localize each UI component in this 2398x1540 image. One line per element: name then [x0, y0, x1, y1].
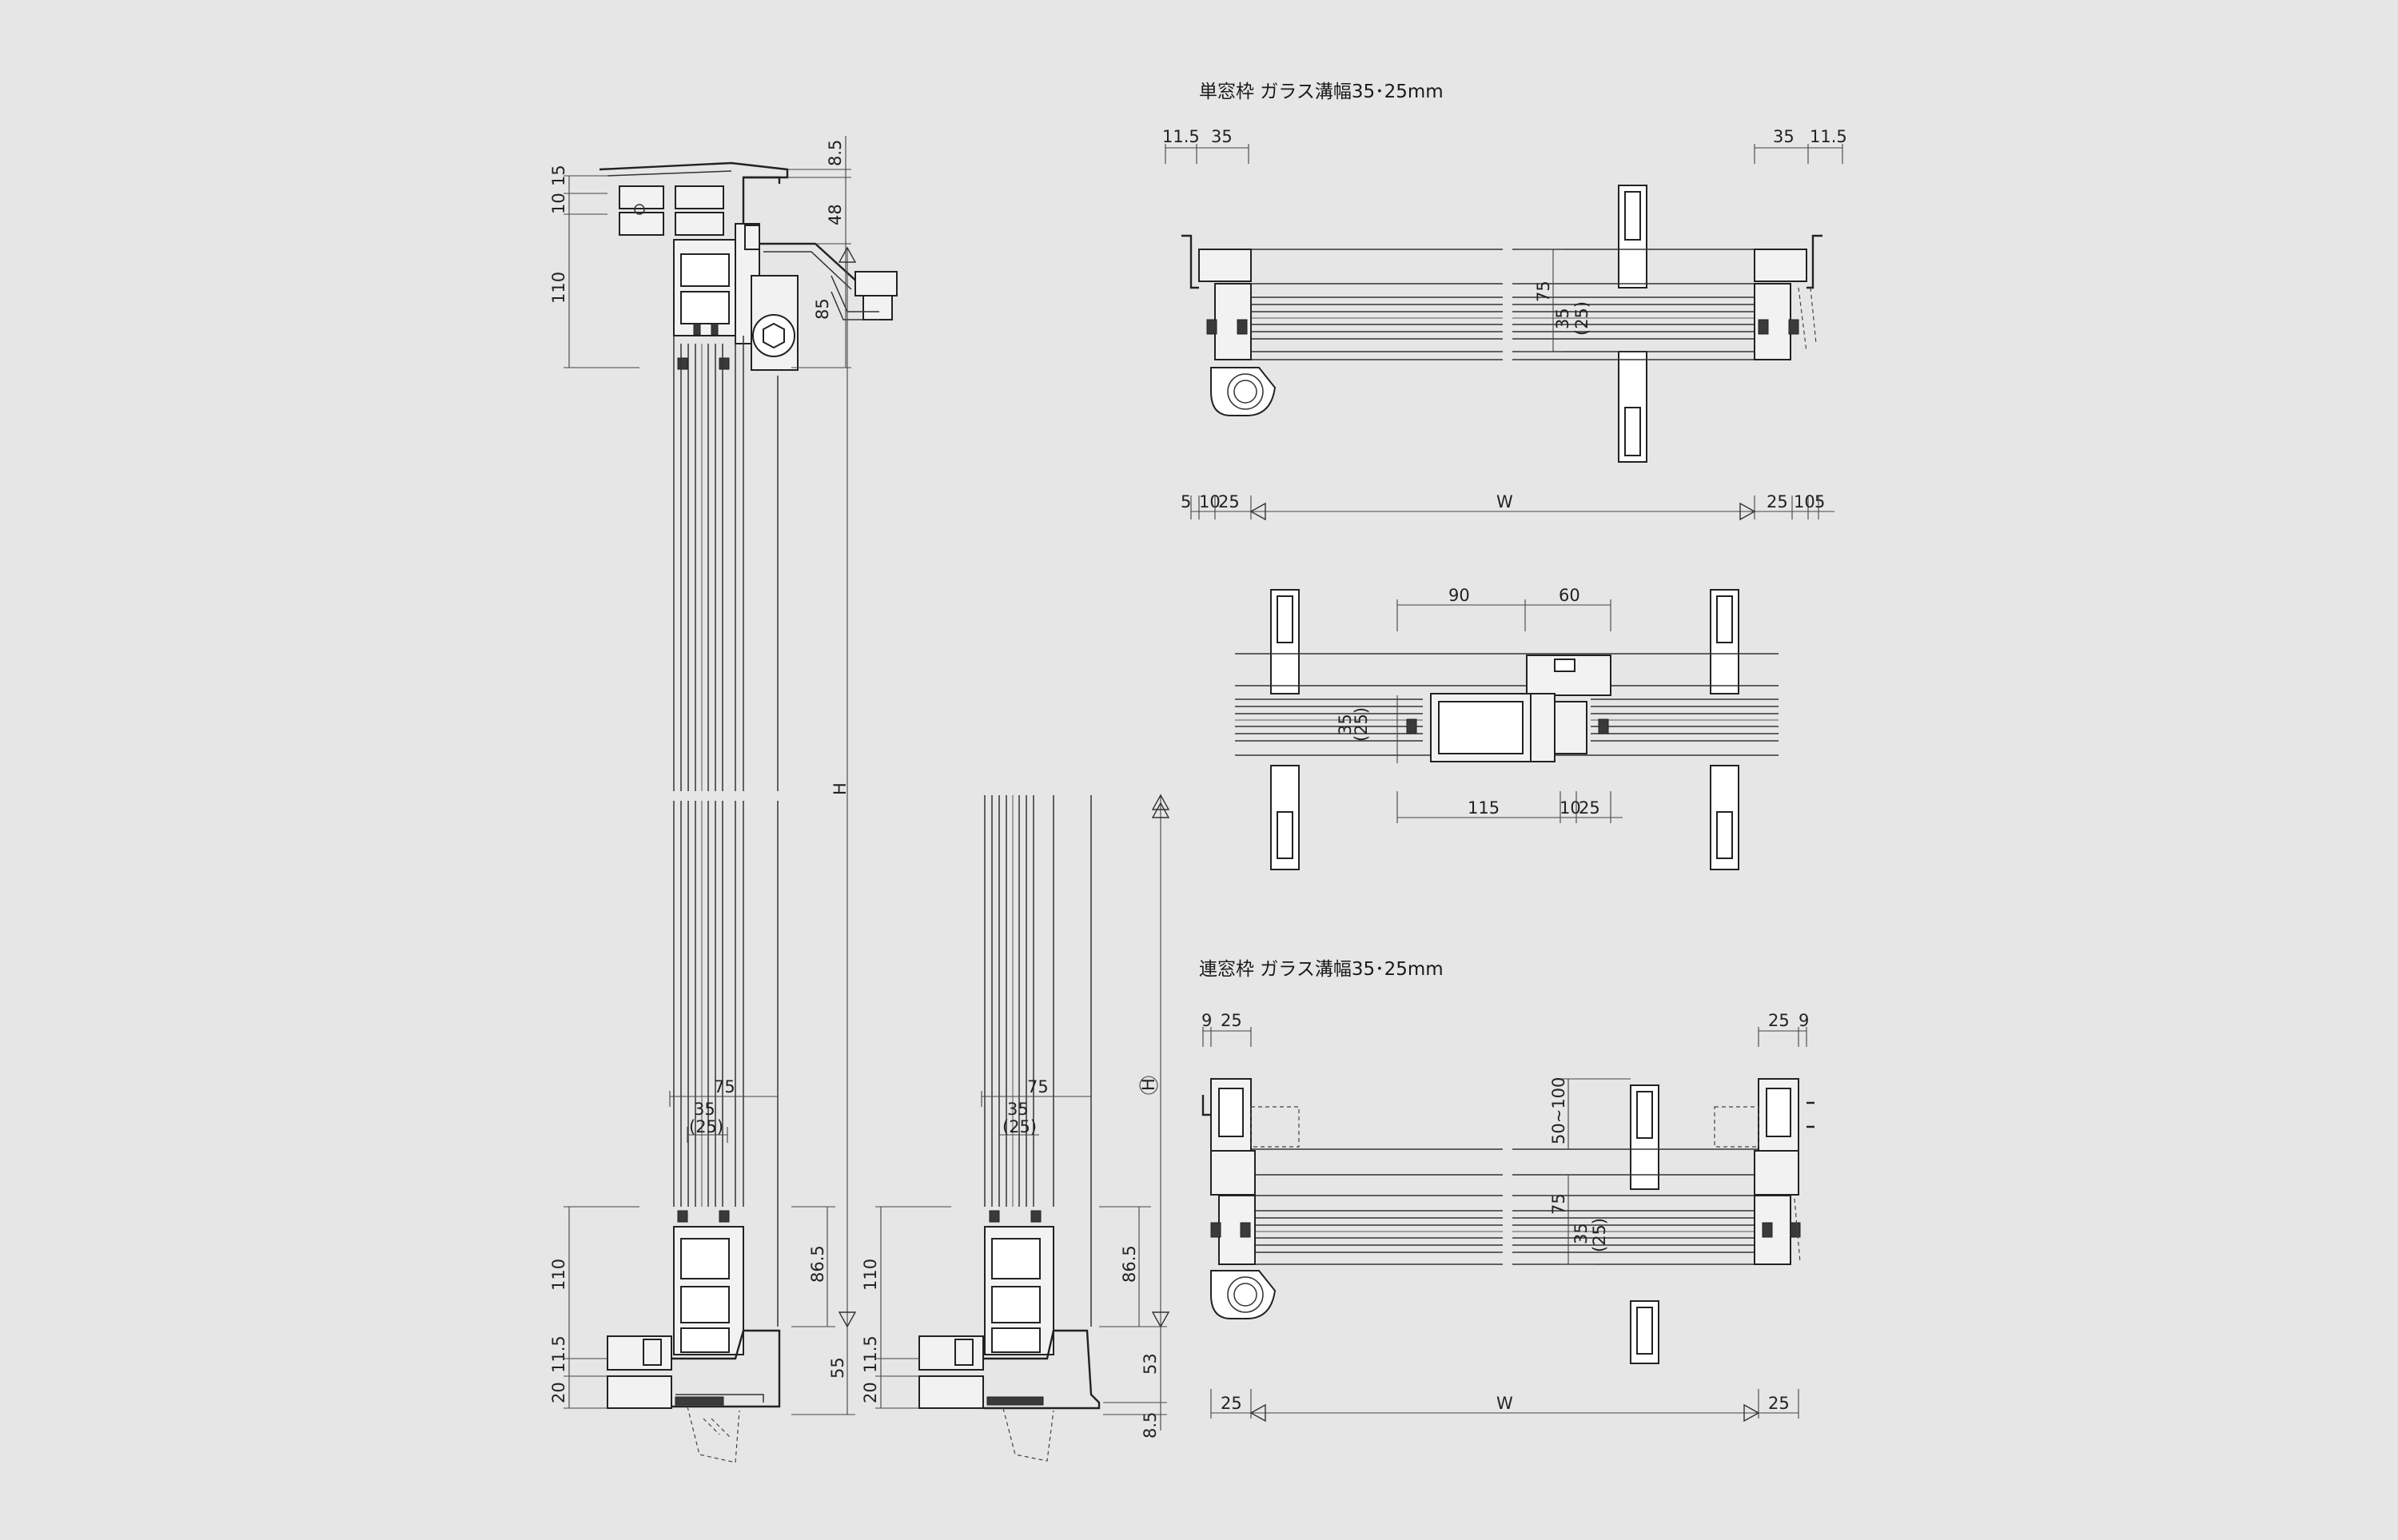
dim-110-mid: 110 — [861, 1259, 880, 1291]
roller-icon — [1210, 367, 1277, 416]
dim-110-top: 110 — [549, 272, 568, 304]
dim-25-bl-m: 25 — [1221, 1394, 1242, 1413]
dim-35-ps: 35 — [1553, 308, 1572, 329]
dim-115: 115 — [1468, 798, 1500, 818]
single-frame-title: 単窓枠 ガラス溝幅35･25mm — [1199, 82, 1444, 102]
dim-5-br: 5 — [1814, 492, 1825, 511]
dim-25p: (25) — [689, 1117, 723, 1136]
dim-25-br-m: 25 — [1768, 1394, 1790, 1413]
dim-35-mul: 35 — [1336, 714, 1355, 735]
dim-75-pm: 75 — [1549, 1193, 1568, 1215]
dim-11-5: 11.5 — [549, 1335, 568, 1373]
plan-multi-frame: 9 25 25 9 50~100 75 35 (25) 25 W 25 — [1201, 1011, 1814, 1423]
dim-25-bl: 25 — [1218, 492, 1240, 511]
dim-H: H — [831, 782, 850, 795]
dim-10-bl: 10 — [1199, 492, 1221, 511]
dim-110-bot: 110 — [549, 1259, 568, 1291]
dim-35-pm: 35 — [1571, 1223, 1591, 1244]
dim-25-tl: 25 — [1221, 1011, 1242, 1030]
dim-86-5: 86.5 — [808, 1245, 827, 1283]
dim-75: 75 — [714, 1077, 735, 1096]
dim-9-tr: 9 — [1798, 1011, 1809, 1030]
dim-W-single: W — [1496, 492, 1513, 511]
dim-35-tl: 35 — [1211, 127, 1233, 146]
plan-single-frame: 11.5 35 35 11.5 75 35 (25) 5 10 25 W 25 … — [1162, 127, 1847, 521]
dim-10-br: 10 — [1794, 492, 1815, 511]
vertical-section-left: 15 10 110 8.5 48 85 H 75 35 (25) 110 11.… — [549, 136, 898, 1463]
dim-75-mid: 75 — [1027, 1077, 1049, 1096]
multi-frame-title: 連窓枠 ガラス溝幅35･25mm — [1199, 959, 1444, 980]
dim-53: 53 — [1141, 1353, 1160, 1375]
dim-W-multi: W — [1496, 1394, 1513, 1413]
dim-20-mid: 20 — [861, 1382, 880, 1403]
dim-25-tr: 25 — [1768, 1011, 1790, 1030]
dim-20: 20 — [549, 1382, 568, 1403]
vertical-section-mid: 75 35 (25) H 110 11.5 20 86.5 53 8.5 — [861, 794, 1170, 1462]
dim-55: 55 — [828, 1357, 847, 1379]
dim-25-mul: 25 — [1579, 798, 1600, 818]
dim-60: 60 — [1559, 586, 1580, 605]
dim-25-br: 25 — [1767, 492, 1788, 511]
dim-85: 85 — [813, 298, 832, 320]
dim-8-5-top: 8.5 — [826, 140, 845, 166]
dim-25p-pm: (25) — [1590, 1218, 1609, 1252]
hex-bolt-icon — [763, 322, 785, 349]
dim-35-mid: 35 — [1007, 1100, 1029, 1119]
dim-35: 35 — [694, 1100, 715, 1119]
dim-10-mul: 10 — [1559, 798, 1581, 818]
dim-9-tl: 9 — [1201, 1011, 1212, 1030]
dim-H-circled: H — [1139, 1078, 1158, 1091]
dim-90: 90 — [1448, 586, 1470, 605]
dim-25p-mid: (25) — [1002, 1117, 1037, 1136]
dim-86-5-mid: 86.5 — [1120, 1245, 1139, 1283]
dim-35-tr: 35 — [1773, 127, 1795, 146]
dim-11-5-tr: 11.5 — [1810, 127, 1847, 146]
dim-11-5-mid: 11.5 — [861, 1335, 880, 1373]
plan-mullion-joint: 35 (25) 90 60 115 10 25 — [1235, 586, 1779, 870]
dim-10: 10 — [549, 193, 568, 214]
dim-75-ps: 75 — [1534, 281, 1553, 302]
dim-5-bl: 5 — [1181, 492, 1191, 511]
dim-11-5-tl: 11.5 — [1162, 127, 1200, 146]
dim-25p-mul: (25) — [1352, 707, 1371, 742]
dim-25p-ps: (25) — [1572, 301, 1591, 336]
dim-50-100: 50~100 — [1549, 1077, 1568, 1144]
dim-15: 15 — [549, 165, 568, 186]
dim-8-5-bot: 8.5 — [1141, 1412, 1160, 1439]
dim-48: 48 — [826, 204, 845, 225]
